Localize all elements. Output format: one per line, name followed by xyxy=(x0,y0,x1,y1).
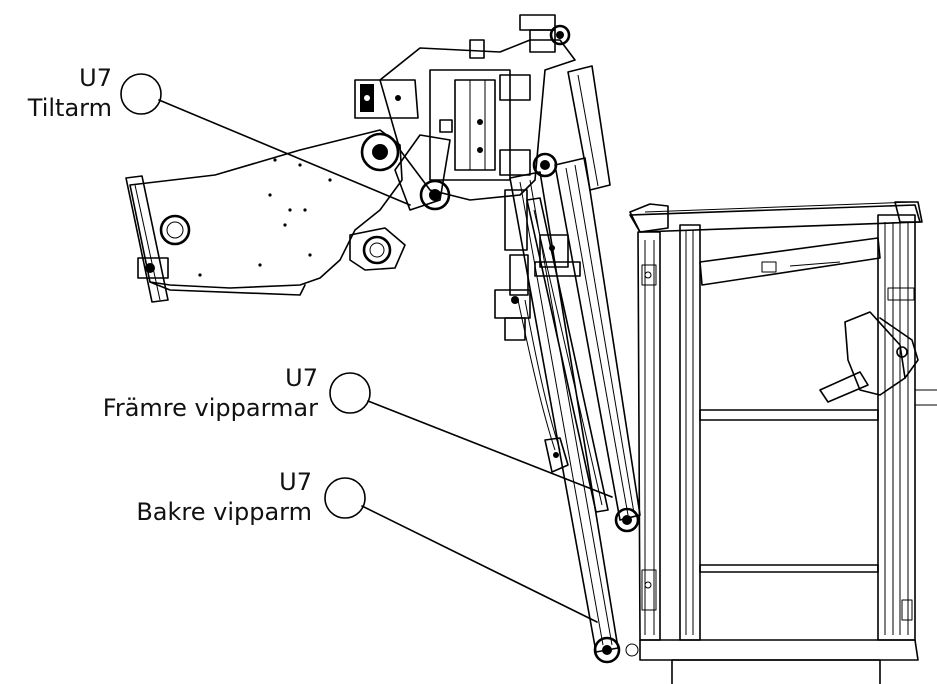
callout-bakre-vipparm: U7 Bakre vipparm xyxy=(136,468,598,623)
callout-leader-line xyxy=(361,505,598,623)
callout-circle xyxy=(324,477,366,519)
callout-framre-vipparmar: U7 Främre vipparmar xyxy=(103,364,613,498)
callout-code: U7 xyxy=(279,468,312,496)
callout-leader-line xyxy=(367,400,613,498)
lift-arms xyxy=(494,24,641,664)
callout-leader-line xyxy=(158,99,411,206)
callout-code: U7 xyxy=(285,364,318,392)
callout-circle xyxy=(329,372,371,414)
callout-code: U7 xyxy=(79,64,112,92)
cab-frame xyxy=(629,201,937,684)
tilt-arm xyxy=(125,129,451,303)
callout-label: Tiltarm xyxy=(27,94,112,122)
callout-circle xyxy=(120,73,162,115)
head-assembly xyxy=(354,14,576,201)
callout-tiltarm: U7 Tiltarm xyxy=(27,64,411,206)
callout-label: Främre vipparmar xyxy=(103,394,318,422)
callout-label: Bakre vipparm xyxy=(136,498,312,526)
